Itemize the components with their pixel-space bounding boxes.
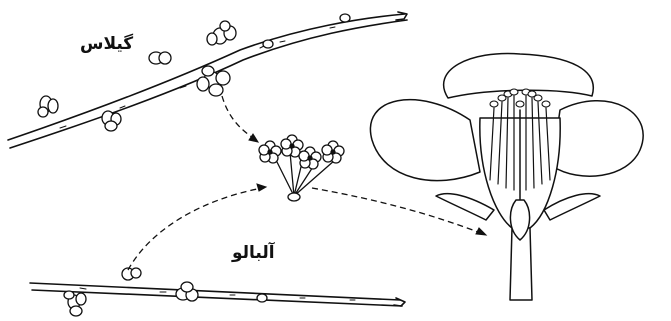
label-cherry: گیلاس	[80, 36, 133, 53]
cherry-bud-6	[263, 40, 273, 48]
arrowhead-1	[249, 134, 258, 142]
sour-cherry-branch	[30, 283, 405, 306]
cluster-receptacle	[288, 193, 300, 201]
cherry-bud-4	[207, 21, 236, 45]
sour-cherry-bud-4	[257, 294, 267, 302]
cherry-bud-7	[340, 14, 350, 22]
cherry-bud-2	[102, 111, 121, 131]
label-sour-cherry: آلبالو	[232, 245, 275, 262]
cherry-bud-5	[197, 66, 230, 96]
flower-cluster	[259, 135, 344, 201]
cluster-flower-4	[322, 141, 344, 163]
arrowhead-3	[476, 228, 486, 235]
cherry-bud-3	[149, 52, 171, 64]
arrow-cherry-to-cluster	[222, 96, 256, 140]
cluster-flower-3	[299, 147, 321, 169]
arrowhead-2	[257, 184, 266, 191]
flower-section	[370, 53, 643, 300]
cluster-flower-1	[259, 141, 281, 163]
sour-cherry-bud-1	[122, 268, 141, 280]
cherry-bud-1	[38, 96, 58, 117]
petal-right	[552, 101, 643, 176]
sepal-left	[436, 194, 494, 220]
sepal-right	[544, 194, 600, 220]
sour-cherry-bud-3	[176, 282, 198, 301]
petal-left	[370, 100, 480, 181]
sour-cherry-bud-2	[64, 291, 86, 316]
